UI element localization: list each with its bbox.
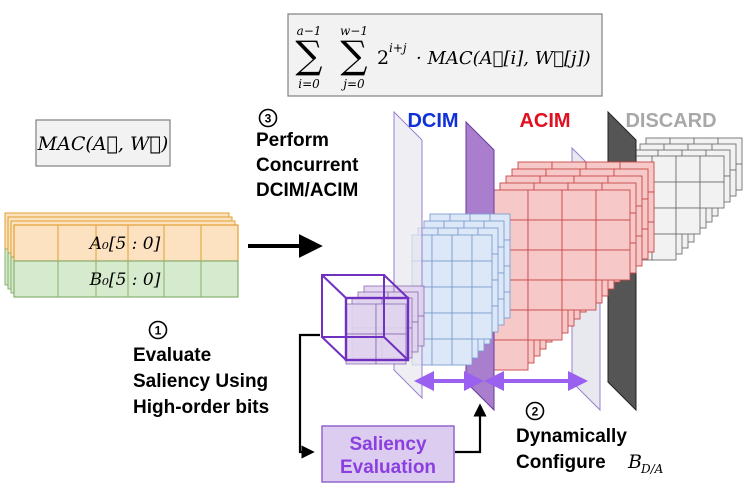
step1-line-2: Saliency Using [133, 371, 268, 392]
cube-edge [383, 274, 409, 299]
acim-cell [595, 249, 631, 281]
formula-body: · MAC(A⃗[i], W⃗[j]) [416, 48, 591, 69]
dcim-cell [451, 260, 473, 288]
discard-cell [699, 181, 725, 209]
mac-function-label: MAC(A⃗, W⃗) [37, 133, 169, 155]
step2-line-2: Configure [516, 452, 606, 473]
dcim-cell [471, 260, 493, 288]
discard-region-label: DISCARD [625, 110, 716, 132]
dcim-region-label: DCIM [407, 110, 458, 132]
mac-frame [35, 119, 171, 167]
row-b-label: B₀[5 : 0] [89, 270, 161, 290]
saliency-cube [321, 274, 425, 365]
row-a-label: A₀[5 : 0] [88, 234, 161, 254]
formula-base-two: 2 [377, 47, 389, 69]
step3-line-2: Concurrent [256, 155, 359, 176]
dcim-cell [431, 338, 453, 366]
cube-edge [321, 274, 347, 299]
saliency-evaluation-box: Saliency Evaluation [321, 425, 455, 483]
sum2-lower-limit: j=0 [340, 77, 365, 91]
step1-line-3: High-order bits [133, 397, 269, 418]
dcim-cell [451, 338, 473, 366]
formula-frame [287, 13, 603, 97]
cube-edge [321, 336, 347, 361]
cube-back-face [321, 274, 385, 338]
saliency-evaluation-frame [321, 425, 455, 483]
saliency-line-2: Evaluation [340, 457, 436, 478]
step3-number-circle [258, 108, 278, 128]
dcim-cell [451, 234, 473, 262]
input-register-front: A₀[5 : 0] B₀[5 : 0] [13, 224, 239, 298]
dcim-cell [431, 234, 453, 262]
mac-box: MAC(A⃗, W⃗) [35, 119, 171, 167]
acim-cell [561, 189, 597, 221]
acim-cell [595, 219, 631, 251]
dcim-cell [431, 312, 453, 340]
dcim-cell [431, 260, 453, 288]
acim-cell [561, 219, 597, 251]
acim-cell [527, 189, 563, 221]
discard-cell [675, 181, 701, 209]
dcim-cell [431, 286, 453, 314]
sum2-sigma: ∑ [340, 33, 367, 77]
step3-line-3: DCIM/ACIM [256, 180, 358, 201]
dcim-cell [471, 234, 493, 262]
acim-cell [493, 339, 529, 371]
register-bit-grid [57, 225, 202, 297]
dcim-cell [471, 286, 493, 314]
discard-cell [675, 155, 701, 183]
cube-cell [345, 303, 377, 335]
acim-cell [527, 249, 563, 281]
step1-line-1: Evaluate [133, 345, 211, 366]
acim-cell [527, 279, 563, 311]
step1-number: 1 [155, 324, 162, 338]
step2-line-1: Dynamically [516, 426, 627, 447]
discard-cell [651, 207, 677, 235]
step3-number: 3 [265, 112, 272, 126]
sum1-upper-limit: a−1 [297, 24, 322, 38]
step2-symbol-subscript: D/A [640, 462, 664, 476]
acim-cell [595, 189, 631, 221]
cube-to-saliency-arrow [298, 333, 320, 459]
discard-cell [675, 207, 701, 235]
acim-region-grid [493, 161, 655, 371]
dcim-cell [451, 286, 473, 314]
acim-region-label: ACIM [519, 110, 570, 132]
dcim-region-grid [411, 213, 511, 366]
saliency-to-config-arrow [455, 403, 487, 454]
step2-symbol: B [627, 451, 642, 473]
sum1-sigma: ∑ [295, 33, 322, 77]
cube-edge [383, 336, 409, 361]
step2-number-circle [525, 401, 545, 421]
dcim-cell [471, 312, 493, 340]
cube-front-face [344, 296, 410, 362]
step2-annotation: 2 Dynamically Configure B D/A [516, 401, 664, 476]
discard-cell [651, 155, 677, 183]
cube-cell [375, 303, 407, 335]
step1-annotation: 1 Evaluate Saliency Using High-order bit… [133, 320, 269, 418]
step3-annotation: 3 Perform Concurrent DCIM/ACIM [256, 108, 359, 201]
saliency-line-1: Saliency [349, 434, 427, 455]
step1-number-circle [148, 320, 168, 340]
discard-cell [651, 233, 677, 261]
step3-line-1: Perform [256, 130, 329, 151]
acim-cell [561, 249, 597, 281]
step2-number: 2 [532, 405, 539, 419]
acim-cell [561, 279, 597, 311]
dcim-cell [451, 312, 473, 340]
formula-box: a−1 ∑ i=0 w−1 ∑ j=0 2 i+j · MAC(A⃗[i], W… [287, 13, 603, 97]
sum2-upper-limit: w−1 [340, 24, 368, 38]
acim-cell [527, 309, 563, 341]
acim-cell [527, 219, 563, 251]
discard-cell [699, 155, 725, 183]
sum1-lower-limit: i=0 [298, 77, 320, 91]
formula-exponent: i+j [389, 41, 407, 55]
discard-cell [651, 181, 677, 209]
